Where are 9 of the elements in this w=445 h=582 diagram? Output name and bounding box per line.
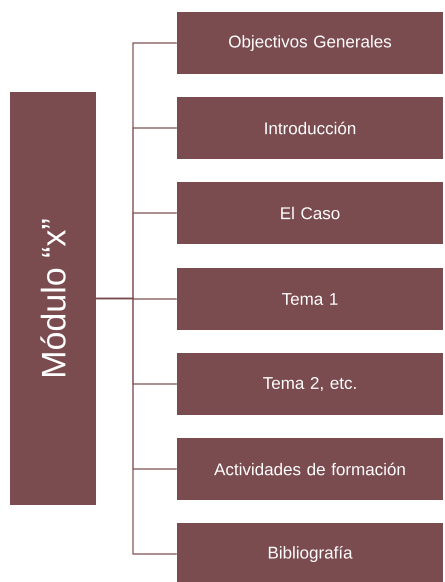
vertical-title-box: Módulo “x”: [10, 92, 96, 505]
topic-box: Actividades de formación: [177, 438, 443, 500]
connector-line: [96, 298, 177, 555]
topic-box: El Caso: [177, 182, 443, 244]
topic-box: Tema 1: [177, 268, 443, 330]
topic-box: Tema 2, etc.: [177, 353, 443, 415]
topic-box: Introducción: [177, 97, 443, 159]
topic-box: Bibliografía: [177, 523, 443, 582]
topic-box: Objectivos Generales: [177, 12, 443, 74]
